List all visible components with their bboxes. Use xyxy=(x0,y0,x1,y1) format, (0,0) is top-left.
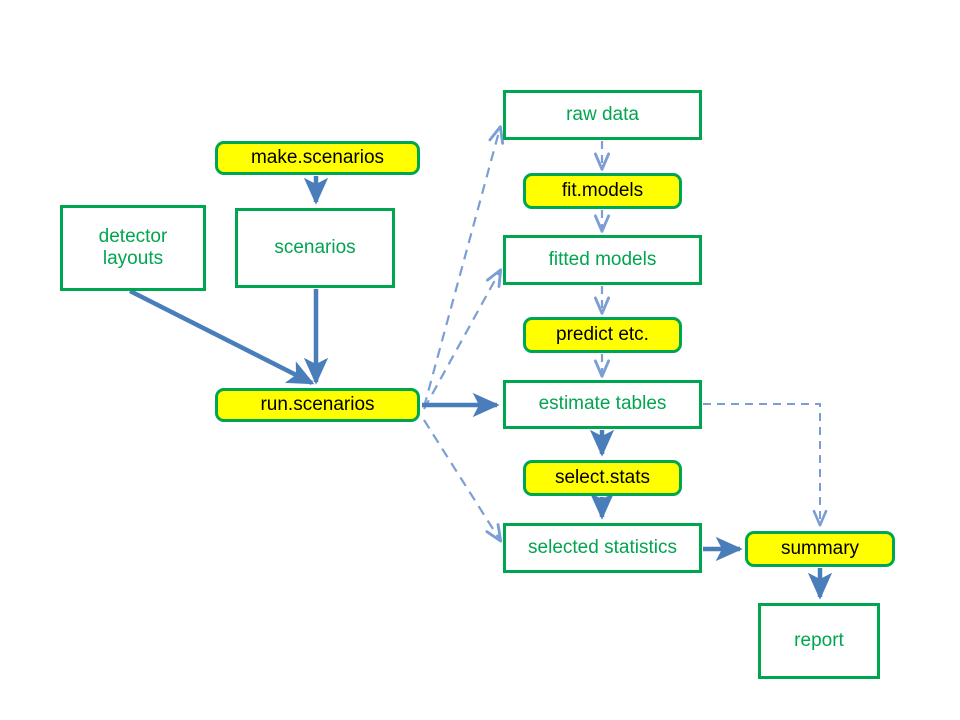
node-raw-data-label: raw data xyxy=(566,103,639,125)
edge-run-scenarios-to-selected-statistics xyxy=(423,419,503,543)
node-selected-statistics-label: selected statistics xyxy=(528,536,677,558)
node-raw-data[interactable]: raw data xyxy=(503,90,702,140)
node-select-stats-label: select.stats xyxy=(554,466,651,488)
node-fitted-models[interactable]: fitted models xyxy=(503,235,702,285)
edge-run-scenarios-to-raw-data xyxy=(422,125,505,408)
node-estimate-tables[interactable]: estimate tables xyxy=(503,380,702,429)
node-select-stats[interactable]: select.stats xyxy=(523,460,682,496)
edge-run-scenarios-to-fitted-models xyxy=(423,268,503,410)
node-run-scenarios[interactable]: run.scenarios xyxy=(215,388,420,422)
node-report[interactable]: report xyxy=(758,603,880,679)
node-make-scenarios[interactable]: make.scenarios xyxy=(215,141,420,175)
node-fit-models[interactable]: fit.models xyxy=(523,173,682,209)
node-make-scenarios-label: make.scenarios xyxy=(250,146,385,168)
node-detector-layouts[interactable]: detector layouts xyxy=(60,205,206,291)
node-summary[interactable]: summary xyxy=(745,531,895,567)
edge-detector-layouts-to-run-scenarios xyxy=(128,288,315,386)
node-estimate-tables-label: estimate tables xyxy=(538,393,667,415)
node-scenarios[interactable]: scenarios xyxy=(235,208,395,288)
node-summary-label: summary xyxy=(780,537,860,559)
node-report-label: report xyxy=(794,629,844,651)
node-detector-layouts-label: detector layouts xyxy=(98,225,168,269)
edge-estimate-tables-to-summary xyxy=(703,403,828,527)
node-selected-statistics[interactable]: selected statistics xyxy=(503,523,702,573)
node-run-scenarios-label: run.scenarios xyxy=(260,393,375,415)
node-scenarios-label: scenarios xyxy=(274,236,356,258)
node-predict-etc-label: predict etc. xyxy=(556,323,649,345)
node-predict-etc[interactable]: predict etc. xyxy=(523,317,682,353)
node-fit-models-label: fit.models xyxy=(561,179,644,201)
node-fitted-models-label: fitted models xyxy=(548,248,657,270)
